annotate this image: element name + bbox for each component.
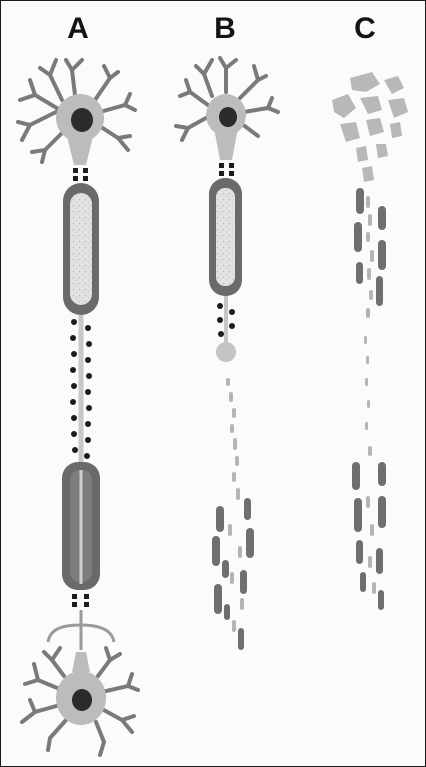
panel-c-axon-fragments [364,196,376,594]
panel-b-neuron [176,58,278,650]
panel-a-upper-nucleus [71,108,93,132]
panel-c-myelin-debris [352,188,386,610]
panel-a-axon-terminal [48,610,114,650]
panel-a-neuron [18,60,138,755]
panel-c-fragmented-soma [332,72,408,182]
panel-b-axon-fragments [226,378,244,632]
panel-b-retraction-bulb [216,342,236,362]
panel-a-lower-nucleus [72,689,92,711]
panel-c-neuron [332,72,408,610]
panel-b-nucleus [219,107,237,127]
